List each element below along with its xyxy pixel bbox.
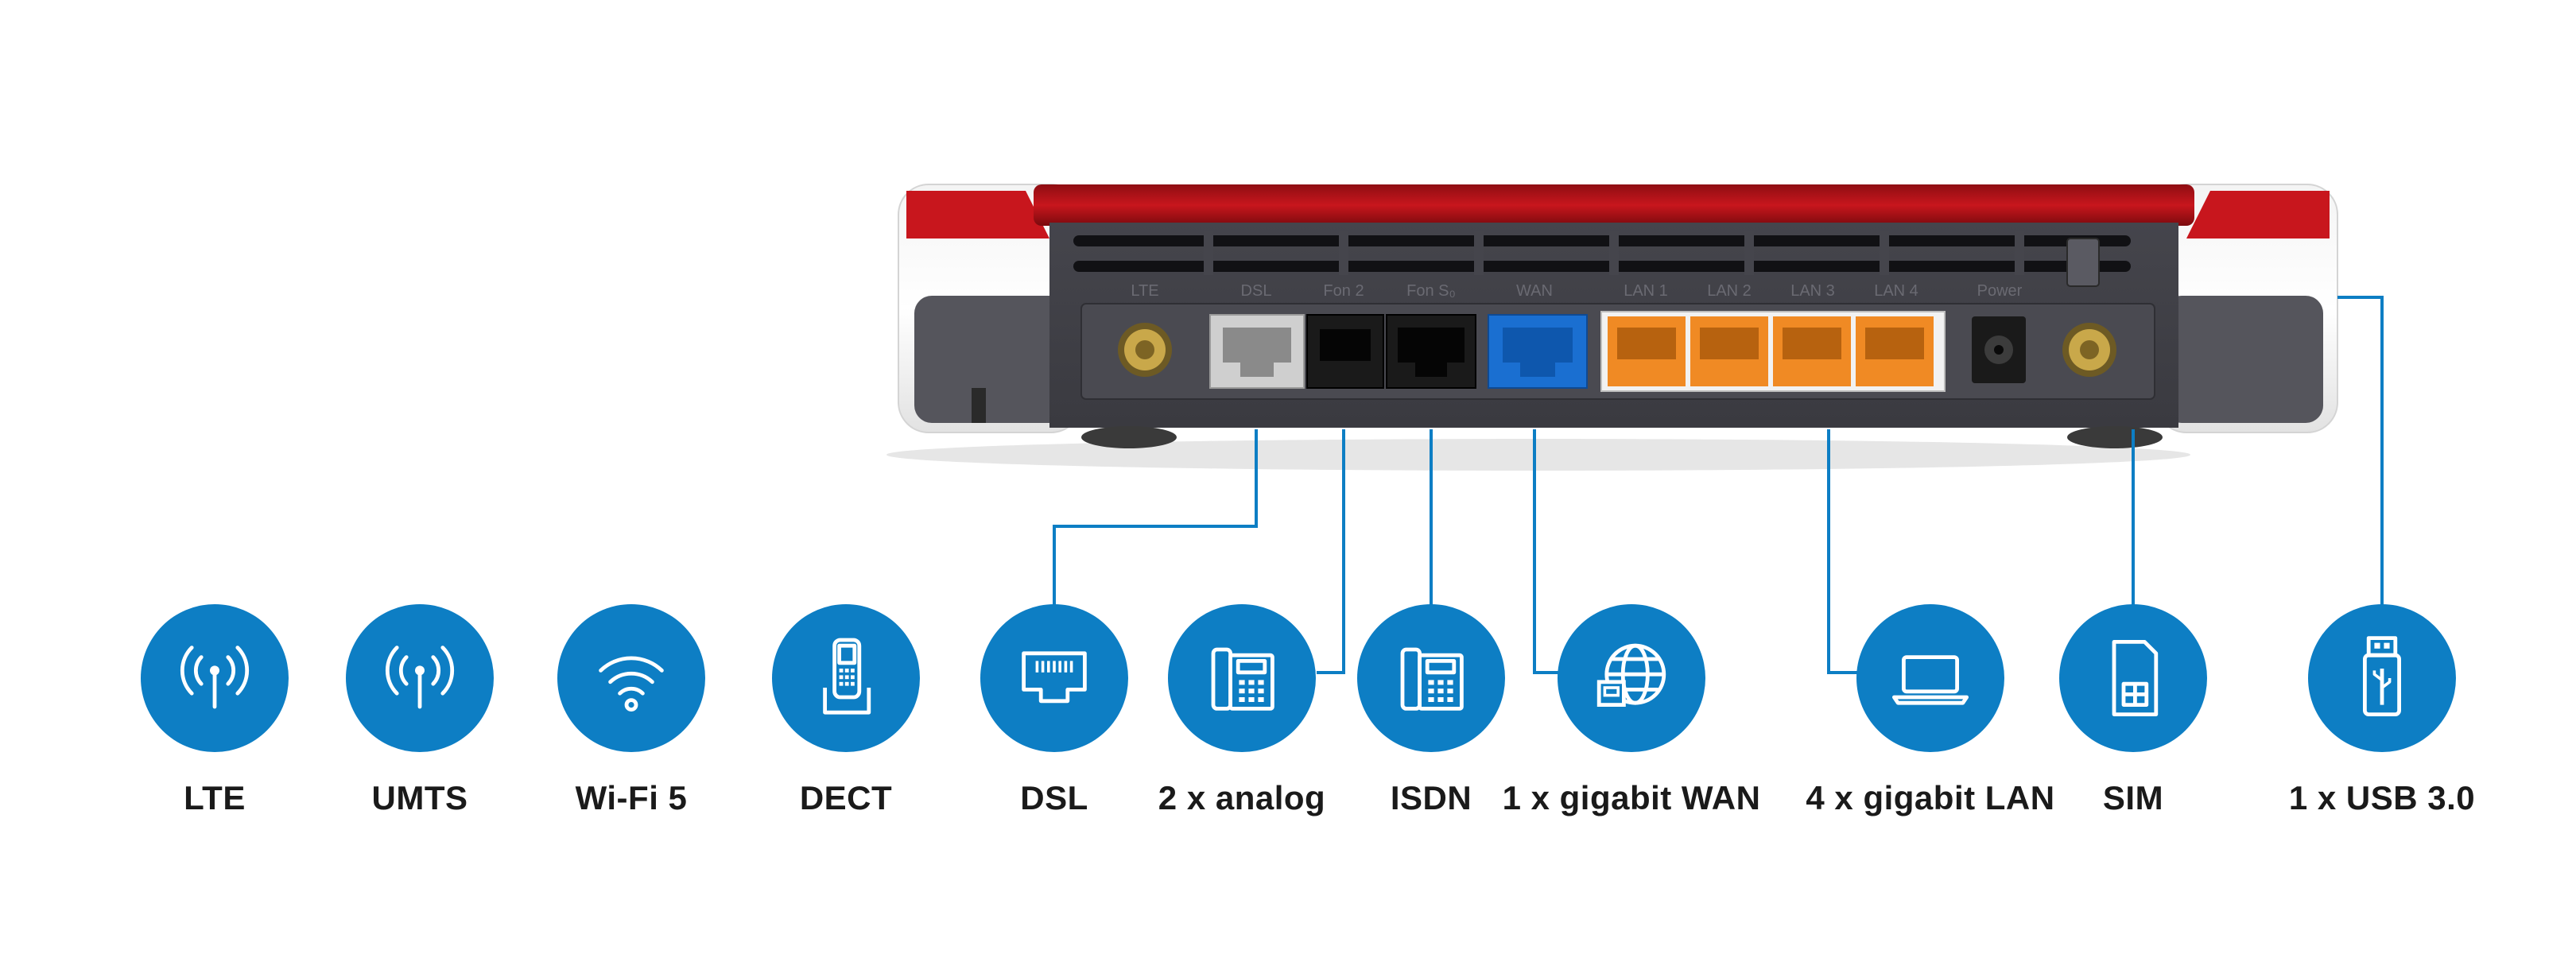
port-label: Fon S₀ <box>1406 282 1456 300</box>
feature-label: 1 x gigabit WAN <box>1502 779 1761 816</box>
feature-lte: LTE <box>72 604 358 817</box>
feature-wan: 1 x gigabit WAN <box>1488 604 1775 817</box>
feature-wifi: Wi-Fi 5 <box>488 604 774 817</box>
port-label: DSL <box>1241 282 1272 300</box>
antenna-connector-left <box>1118 323 1172 377</box>
power-jack <box>1972 316 2026 383</box>
lan-ports <box>1600 311 1946 392</box>
antenna-signal-icon <box>141 604 289 752</box>
feature-label: LTE <box>184 779 246 816</box>
feature-label: DSL <box>1020 779 1088 816</box>
desk-phone-icon <box>1168 604 1316 752</box>
laptop-icon <box>1856 604 2004 752</box>
left-end-cap <box>898 184 1082 433</box>
port-label: WAN <box>1516 282 1553 300</box>
feature-usb: 1 x USB 3.0 <box>2239 604 2525 817</box>
connector-lines <box>1053 296 2384 674</box>
feature-umts: UMTS <box>277 604 563 817</box>
port-label: Power <box>1977 282 2023 300</box>
antenna-connector-right <box>2062 323 2116 377</box>
dsl-port-icon <box>980 604 1128 752</box>
wifi-icon <box>557 604 705 752</box>
usb-stick-icon <box>2308 604 2456 752</box>
port-labels: LTE DSL Fon 2 Fon S₀ WAN LAN 1 LAN 2 LAN… <box>1131 282 2022 300</box>
feature-sim: SIM <box>1990 604 2276 817</box>
feature-isdn: ISDN <box>1288 604 1574 817</box>
port-label: LAN 4 <box>1874 282 1918 300</box>
feature-label: UMTS <box>371 779 468 816</box>
vent-slots <box>1073 235 2131 272</box>
sim-card-icon <box>2059 604 2207 752</box>
feature-label: SIM <box>2102 779 2164 816</box>
port-label: Fon 2 <box>1323 282 1364 300</box>
feature-label: 2 x analog <box>1158 779 1326 816</box>
feature-label: 4 x gigabit LAN <box>1806 779 2055 816</box>
feature-dect: DECT <box>703 604 989 817</box>
router-top-red <box>1034 184 2194 226</box>
wan-port <box>1488 314 1588 389</box>
fon2-port <box>1306 314 1384 389</box>
desk-phone-icon <box>1357 604 1505 752</box>
port-label: LAN 3 <box>1790 282 1835 300</box>
right-end-cap <box>2155 184 2338 433</box>
feature-analog: 2 x analog <box>1099 604 1385 817</box>
port-label: LAN 2 <box>1707 282 1752 300</box>
feature-label: 1 x USB 3.0 <box>2288 779 2476 816</box>
cordless-phone-icon <box>772 604 920 752</box>
antenna-signal-icon <box>346 604 494 752</box>
dsl-port <box>1209 314 1305 389</box>
feature-lan: 4 x gigabit LAN <box>1787 604 2074 817</box>
port-label: LTE <box>1131 282 1158 300</box>
feature-label: DECT <box>799 779 893 816</box>
feature-label: ISDN <box>1390 779 1472 816</box>
feature-label: Wi-Fi 5 <box>575 779 688 816</box>
port-label: LAN 1 <box>1624 282 1668 300</box>
globe-network-icon <box>1558 604 1705 752</box>
fon-s0-port <box>1386 314 1476 389</box>
feature-dsl: DSL <box>911 604 1197 817</box>
